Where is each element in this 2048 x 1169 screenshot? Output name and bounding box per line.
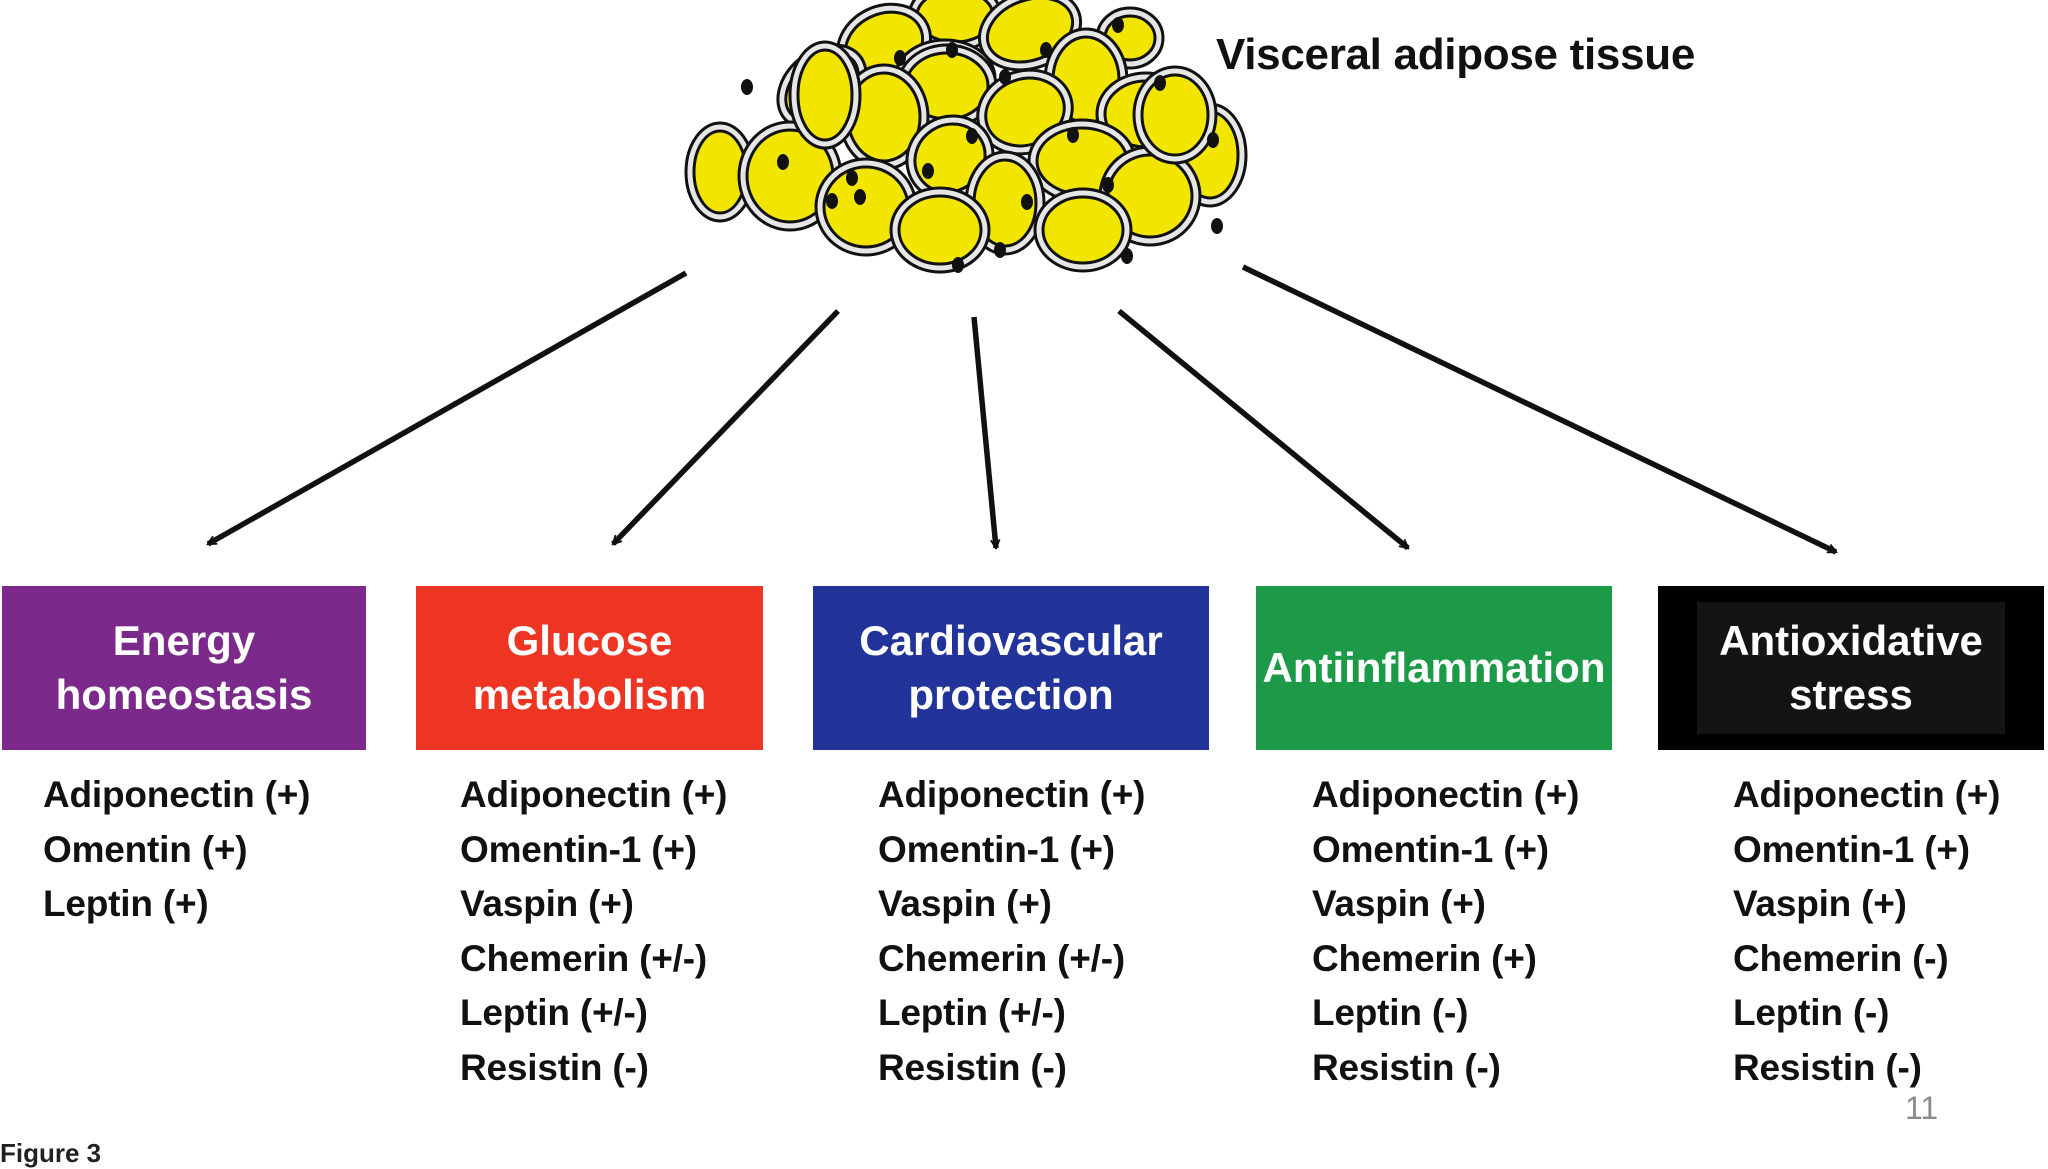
arrow-energy-homeostasis bbox=[208, 270, 688, 547]
adipokine-item: Adiponectin (+) bbox=[460, 774, 728, 815]
adipokine-item: Omentin-1 (+) bbox=[1733, 828, 1970, 870]
adipokine-item: Leptin (+/-) bbox=[878, 992, 1066, 1033]
adipokine-item: Leptin (-) bbox=[1312, 992, 1469, 1033]
cell-nucleus bbox=[1112, 17, 1124, 33]
category-box-cardiovascular-protection: Cardiovascular protection bbox=[813, 586, 1209, 750]
adipokine-item: Omentin-1 (+) bbox=[878, 828, 1115, 870]
category-box-antioxidative-stress: Antioxidative stress bbox=[1658, 586, 2044, 750]
cell-nucleus bbox=[1067, 127, 1079, 143]
lipid-droplet bbox=[1041, 195, 1125, 265]
arrow-cardiovascular-protection bbox=[971, 316, 996, 548]
lipid-droplet bbox=[1140, 73, 1210, 157]
cell-nucleus bbox=[966, 128, 978, 144]
cell-nucleus bbox=[994, 242, 1006, 258]
category-title-antioxidative-stress: Antioxidative stress bbox=[1719, 617, 1983, 718]
category-box-glucose-metabolism: Glucose metabolism bbox=[416, 586, 763, 750]
cell-nucleus bbox=[1021, 194, 1033, 210]
adipokine-item: Adiponectin (+) bbox=[1733, 774, 2001, 815]
cell-nucleus bbox=[1211, 218, 1223, 234]
category-title-antiinflammation: Antiinflammation bbox=[1262, 644, 1606, 692]
arrows-group bbox=[208, 264, 1836, 555]
adipokine-item: Omentin (+) bbox=[43, 828, 248, 870]
arrow-antiinflammation bbox=[1117, 308, 1408, 551]
cell-nucleus bbox=[946, 42, 958, 58]
category-box-inner: Antiinflammation bbox=[1256, 586, 1612, 750]
cell-nucleus bbox=[777, 154, 789, 170]
adipokine-item: Resistin (-) bbox=[460, 1046, 649, 1088]
adipokine-list-cardiovascular-protection: Adiponectin (+) Omentin-1 (+) Vaspin (+)… bbox=[878, 768, 1145, 1095]
category-title-energy-homeostasis: Energy homeostasis bbox=[55, 617, 313, 718]
adipokine-item: Chemerin (+/-) bbox=[878, 937, 1125, 979]
adipokine-item: Vaspin (+) bbox=[1312, 883, 1486, 924]
category-box-inner: Cardiovascular protection bbox=[813, 586, 1209, 750]
adipokine-item: Omentin-1 (+) bbox=[460, 828, 697, 870]
category-title-cardiovascular-protection: Cardiovascular protection bbox=[859, 617, 1163, 718]
cell-nucleus bbox=[846, 170, 858, 186]
figure-caption-text: Figure 3 bbox=[0, 1138, 102, 1168]
arrow-antioxidative-stress bbox=[1241, 264, 1836, 555]
cell-nucleus bbox=[826, 193, 838, 209]
cell-nucleus bbox=[1121, 248, 1133, 264]
adipokine-item: Vaspin (+) bbox=[1733, 883, 1907, 924]
cell-nucleus bbox=[999, 69, 1011, 85]
adipokine-item: Vaspin (+) bbox=[878, 883, 1052, 924]
cell-nucleus bbox=[1154, 75, 1166, 91]
adipokine-item: Adiponectin (+) bbox=[1312, 774, 1580, 815]
adipokine-list-glucose-metabolism: Adiponectin (+) Omentin-1 (+) Vaspin (+)… bbox=[460, 768, 727, 1095]
arrow-glucose-metabolism bbox=[611, 309, 840, 546]
adipokine-item: Chemerin (-) bbox=[1733, 937, 1949, 979]
adipokine-item: Adiponectin (+) bbox=[878, 774, 1146, 815]
figure-caption-cropped: Figure 3 bbox=[0, 1132, 160, 1168]
cell-nucleus bbox=[894, 50, 906, 66]
adipokine-item: Omentin-1 (+) bbox=[1312, 828, 1549, 870]
category-box-antiinflammation: Antiinflammation bbox=[1256, 586, 1612, 750]
category-box-energy-homeostasis: Energy homeostasis bbox=[2, 586, 366, 750]
adipose-cell-cluster bbox=[684, 0, 1248, 274]
category-title-glucose-metabolism: Glucose metabolism bbox=[472, 617, 707, 718]
adipokine-list-energy-homeostasis: Adiponectin (+) Omentin (+) Leptin (+) bbox=[43, 768, 310, 932]
lipid-droplet bbox=[897, 194, 983, 266]
adipokine-list-antiinflammation: Adiponectin (+) Omentin-1 (+) Vaspin (+)… bbox=[1312, 768, 1579, 1095]
adipokine-item: Leptin (-) bbox=[1733, 992, 1890, 1033]
adipokine-item: Resistin (-) bbox=[1312, 1046, 1501, 1088]
adipokine-item: Leptin (+/-) bbox=[460, 992, 648, 1033]
adipokine-item: Resistin (-) bbox=[1733, 1046, 1922, 1088]
adipokine-item: Resistin (-) bbox=[878, 1046, 1067, 1088]
category-box-inner: Energy homeostasis bbox=[2, 586, 366, 750]
adipokine-item: Chemerin (+) bbox=[1312, 937, 1537, 979]
cell-nucleus bbox=[922, 163, 934, 179]
adipokine-list-antioxidative-stress: Adiponectin (+) Omentin-1 (+) Vaspin (+)… bbox=[1733, 768, 2000, 1095]
adipokine-item: Vaspin (+) bbox=[460, 883, 634, 924]
lipid-droplet bbox=[796, 48, 854, 142]
cell-nucleus bbox=[1102, 177, 1114, 193]
adipokine-item: Chemerin (+/-) bbox=[460, 937, 707, 979]
cell-nucleus bbox=[854, 189, 866, 205]
adipokine-item: Leptin (+) bbox=[43, 883, 209, 924]
page-number: 11 bbox=[1905, 1090, 1939, 1126]
visceral-adipose-tissue-label: Visceral adipose tissue bbox=[1216, 30, 1695, 79]
cell-nucleus bbox=[1040, 42, 1052, 58]
cell-nucleus bbox=[741, 79, 753, 95]
category-box-inner: Antioxidative stress bbox=[1696, 602, 2006, 734]
category-box-inner: Glucose metabolism bbox=[416, 586, 763, 750]
adipokine-item: Adiponectin (+) bbox=[43, 774, 311, 815]
lipid-droplet bbox=[985, 0, 1075, 64]
cell-nucleus bbox=[952, 257, 964, 273]
cell-nucleus bbox=[1207, 132, 1219, 148]
